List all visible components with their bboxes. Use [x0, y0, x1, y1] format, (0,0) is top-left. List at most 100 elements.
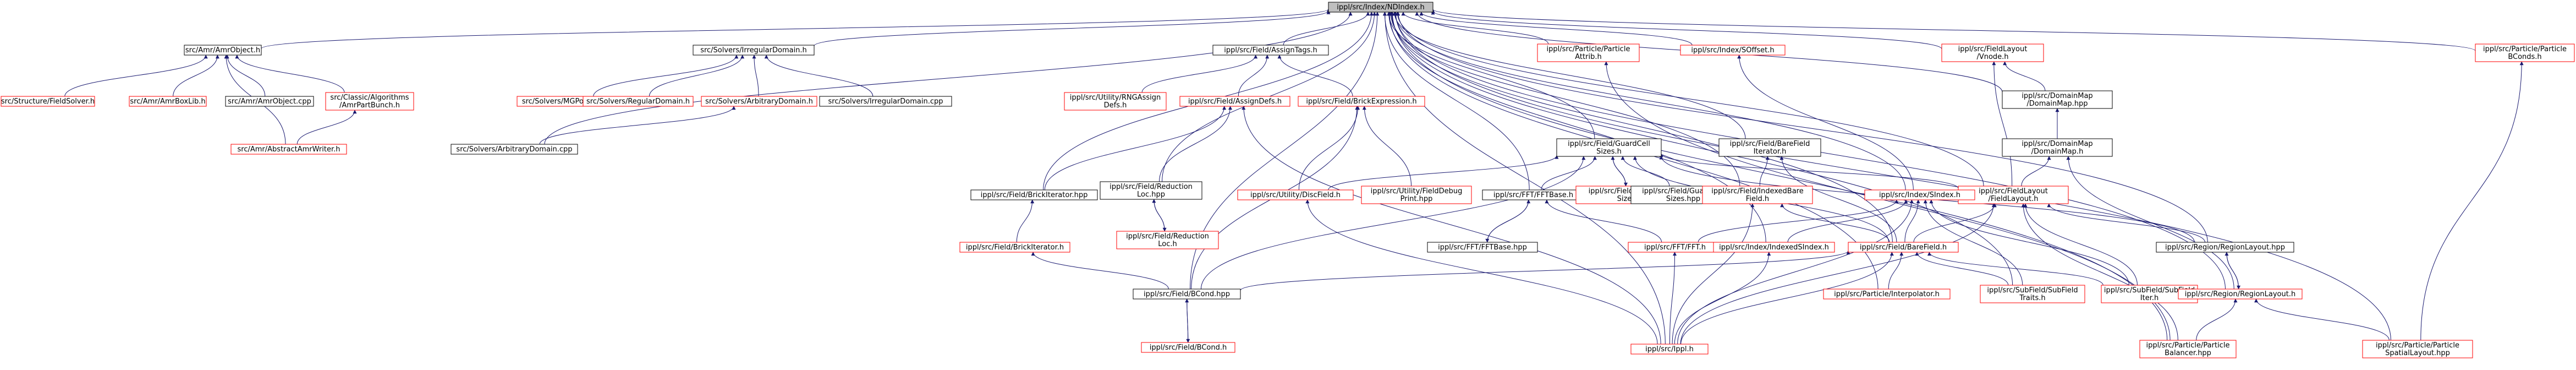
- node-label: ippl/src/Field/GuardCell: [1568, 140, 1650, 148]
- graph-node-indexedsindex[interactable]: ippl/src/Index/IndexedSIndex.h: [1713, 242, 1835, 253]
- graph-node-ipplh[interactable]: ippl/src/Ippl.h: [1630, 344, 1709, 355]
- node-box: [1680, 45, 1786, 56]
- node-label: ippl/src/FieldLayout: [1958, 45, 2028, 53]
- graph-node-assigntags[interactable]: ippl/src/Field/AssignTags.h: [1212, 45, 1329, 56]
- node-box: [325, 92, 414, 111]
- node-box: [2362, 340, 2473, 358]
- graph-node-sindexh[interactable]: ippl/src/Index/SOffset.h: [1680, 45, 1786, 56]
- dependency-edge: [544, 12, 1353, 145]
- dependency-edge: [1669, 252, 1677, 345]
- node-box: [693, 45, 815, 56]
- node-label: SpatialLayout.hpp: [2385, 349, 2450, 357]
- node-box: [701, 96, 817, 107]
- node-box: [2139, 340, 2237, 358]
- graph-node-regionlayouth[interactable]: ippl/src/Region/RegionLayout.h: [2178, 289, 2303, 300]
- node-label: ippl/src/Region/RegionLayout.h: [2185, 290, 2295, 298]
- graph-node-assigndefs[interactable]: ippl/src/Field/AssignDefs.h: [1179, 96, 1290, 107]
- dependency-edge: [1141, 55, 1258, 93]
- graph-node-bcondh[interactable]: ippl/src/Field/BCond.h: [1141, 342, 1235, 353]
- dependency-edge: [1431, 9, 2476, 51]
- dependency-edge: [1759, 156, 1770, 187]
- node-box: [1941, 43, 2044, 62]
- dependency-edge: [1680, 252, 1894, 345]
- node-box: [1864, 189, 1975, 200]
- graph-node-irregdomaincpp[interactable]: src/Solvers/IrregularDomain.cpp: [819, 96, 952, 107]
- node-box: [2156, 242, 2294, 253]
- graph-node-arbdomain[interactable]: src/Solvers/ArbitraryDomain.h: [701, 96, 817, 107]
- graph-node-brickiterhpp[interactable]: ippl/src/Field/BrickIterator.hpp: [970, 189, 1098, 200]
- dependency-edge: [1680, 203, 1996, 345]
- dependency-edge: [2021, 203, 2178, 341]
- graph-node-fftbasehpp[interactable]: ippl/src/FFT/FFTBase.hpp: [1427, 242, 1538, 253]
- node-box: [1133, 289, 1241, 300]
- graph-node-arbdomaincpp[interactable]: src/Solvers/ArbitraryDomain.cpp: [451, 144, 578, 155]
- node-box: [1116, 231, 1219, 249]
- node-label: ippl/src/FFT/FFT.h: [1644, 243, 1706, 252]
- graph-node-domainmaphpp[interactable]: ippl/src/DomainMap/DomainMap.hpp: [2002, 90, 2113, 109]
- graph-node-disctfield[interactable]: ippl/src/Utility/DiscField.h: [1237, 189, 1354, 200]
- graph-node-fftbaseh[interactable]: ippl/src/FFT/FFTBase.h: [1482, 189, 1585, 200]
- node-label: /DomainMap.h: [2031, 148, 2084, 156]
- node-label: ippl/src/Particle/Particle: [2146, 341, 2230, 350]
- graph-node-irregdomain[interactable]: src/Solvers/IrregularDomain.h: [693, 45, 815, 56]
- graph-node-ffth[interactable]: ippl/src/FFT/FFT.h: [1628, 242, 1722, 253]
- graph-node-regdomain[interactable]: src/Solvers/RegularDomain.h: [583, 96, 694, 107]
- node-box: [1237, 189, 1354, 200]
- node-label: src/Solvers/IrregularDomain.h: [700, 46, 807, 55]
- graph-node-amrobject[interactable]: src/Amr/AmrObject.h: [184, 45, 262, 56]
- graph-node-bcondhpp[interactable]: ippl/src/Field/BCond.hpp: [1133, 289, 1241, 300]
- graph-node-fieldlayout[interactable]: ippl/src/FieldLayout/FieldLayout.h: [1958, 186, 2069, 204]
- dependency-edge: [764, 55, 874, 97]
- node-label: Iterator.h: [1754, 148, 1787, 156]
- dependency-edge: [261, 8, 1331, 49]
- dependency-edge: [1389, 12, 1893, 243]
- graph-node-amrobjectcpp[interactable]: src/Amr/AmrObject.cpp: [225, 96, 314, 107]
- node-label: BConds.h: [2508, 53, 2541, 61]
- node-box: [1713, 242, 1835, 253]
- graph-node-brickexpr[interactable]: ippl/src/Field/BrickExpression.h: [1298, 96, 1425, 107]
- dependency-edge: [1238, 55, 1270, 97]
- node-label: src/Solvers/IrregularDomain.cpp: [828, 97, 943, 106]
- graph-node-regionlayouthpp[interactable]: ippl/src/Region/RegionLayout.hpp: [2156, 242, 2294, 253]
- graph-node-fieldlayoutvnode[interactable]: ippl/src/FieldLayout/Vnode.h: [1941, 43, 2044, 62]
- graph-node-sindexsix[interactable]: ippl/src/Index/SIndex.h: [1864, 189, 1975, 200]
- dependency-edge: [225, 55, 266, 97]
- dependency-edge: [1401, 12, 1549, 45]
- node-label: ippl/src/Field/BrickIterator.hpp: [981, 191, 1088, 199]
- dependency-edge: [649, 55, 745, 97]
- node-box: [1, 96, 95, 107]
- dependency-edge: [1431, 10, 1942, 50]
- graph-node-brickiterh[interactable]: ippl/src/Field/BrickIterator.h: [959, 242, 1070, 253]
- graph-node-boxlib[interactable]: src/Amr/AmrBoxLib.h: [129, 96, 207, 107]
- dependency-edge: [1904, 199, 1920, 243]
- node-box: [1702, 186, 1813, 204]
- graph-node-root: ippl/src/Index/NDIndex.h: [1328, 2, 1433, 13]
- graph-node-amrwriter[interactable]: src/Amr/AbstractAmrWriter.h: [230, 144, 347, 155]
- node-label: ippl/src/Particle/Interpolator.h: [1834, 290, 1940, 298]
- graph-node-interpolator[interactable]: ippl/src/Particle/Interpolator.h: [1823, 289, 1951, 300]
- graph-node-fieldsolver[interactable]: src/Structure/FieldSolver.h: [1, 96, 95, 107]
- graph-node-domainmaph[interactable]: ippl/src/DomainMap/DomainMap.h: [2002, 138, 2113, 157]
- dependency-edge: [1388, 12, 1740, 187]
- graph-node-particlespatial[interactable]: ippl/src/Particle/ParticleSpatialLayout.…: [2362, 340, 2473, 358]
- node-label: ippl/src/Field/IndexedBare: [1711, 187, 1803, 195]
- graph-node-barefieldh[interactable]: ippl/src/Field/BareField.h: [1848, 242, 1959, 253]
- node-box: [1100, 181, 1202, 200]
- dependency-edge: [1787, 199, 1908, 243]
- dependency-edge: [2420, 61, 2524, 341]
- node-label: ippl/src/FFT/FFTBase.hpp: [1438, 243, 1527, 252]
- graph-node-amrpartbunch[interactable]: src/Classic/Algorithms/AmrPartBunch.h: [325, 92, 414, 111]
